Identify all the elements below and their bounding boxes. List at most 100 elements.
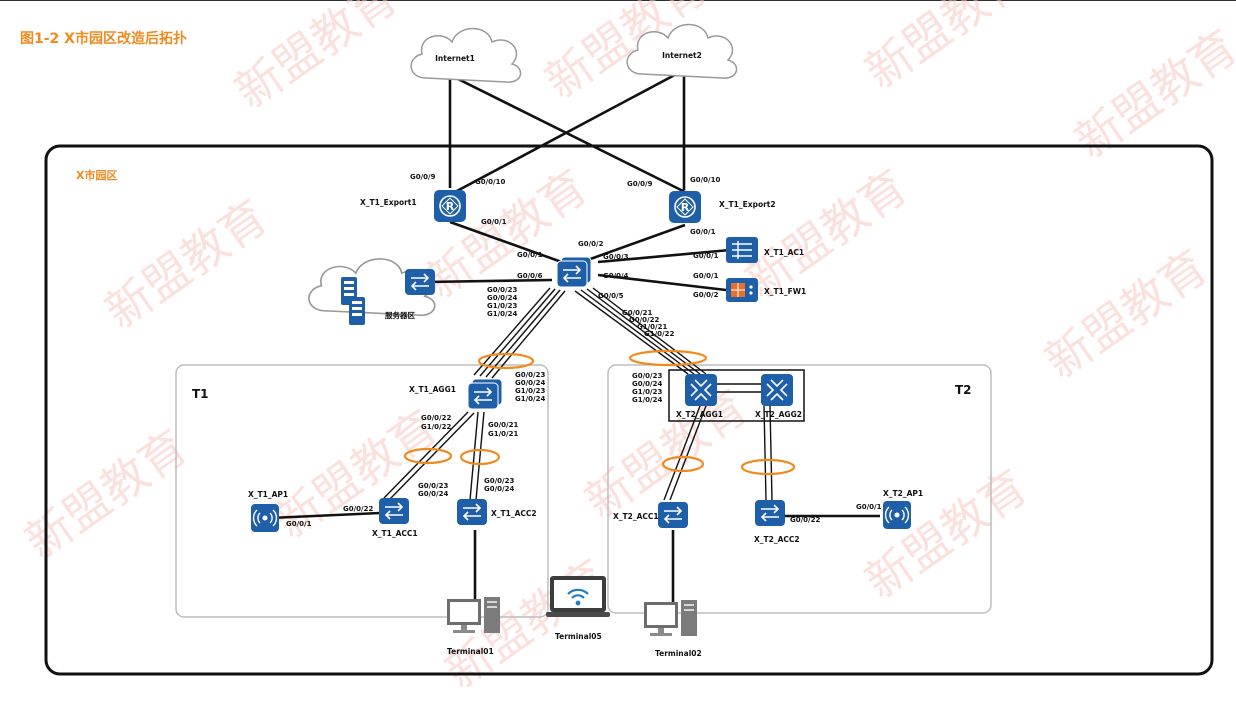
port-label: G0/0/21 (488, 421, 518, 429)
t2-acc1-switch-icon[interactable] (657, 501, 689, 529)
t2-acc1-label: X_T2_ACC1 (613, 512, 659, 521)
port-label: G0/0/23 (418, 482, 448, 490)
t1-ap-icon[interactable] (250, 503, 280, 533)
trunk-links (383, 287, 773, 501)
port-label: G1/0/24 (515, 395, 545, 403)
port-label: G0/0/21 (622, 309, 652, 317)
t1-agg-switch-icon[interactable] (467, 378, 503, 410)
t1-agg1-label: X_T1_AGG1 (409, 385, 456, 394)
lag-ellipse (459, 448, 501, 466)
t2-agg2-core-icon[interactable] (760, 373, 794, 407)
figure-title: 图1-2 X市园区改造后拓扑 (20, 31, 187, 47)
ac1-label: X_T1_AC1 (764, 248, 804, 257)
link-export2-core (581, 223, 686, 264)
port-label: G0/0/24 (418, 490, 448, 498)
port-label: G0/0/1 (286, 520, 312, 528)
campus-border (44, 144, 1214, 676)
zone-t2-box (607, 364, 992, 614)
campus-label: X市园区 (76, 168, 117, 182)
link-core-fw1 (597, 273, 727, 292)
port-label: G0/0/24 (484, 485, 514, 493)
link-core-ac1 (597, 248, 731, 264)
core-switch-icon[interactable] (556, 256, 592, 288)
port-label: G1/0/23 (487, 302, 517, 310)
watermark-text: 新盟教育 (15, 419, 197, 569)
firewall-icon[interactable] (725, 277, 759, 303)
zone-t2-label: T2 (955, 383, 972, 397)
port-label: G0/0/3 (603, 253, 629, 261)
port-label: G0/0/24 (632, 380, 662, 388)
top-border-line (0, 0, 1236, 1)
port-label: G1/0/22 (644, 330, 674, 338)
t2-acc2-switch-icon[interactable] (754, 499, 786, 527)
port-label: G0/0/1 (690, 228, 716, 236)
lag-ellipse (403, 447, 453, 465)
export2-label: X_T1_Export2 (719, 200, 776, 209)
terminal02-pc-icon[interactable] (644, 600, 697, 636)
port-label: G0/0/9 (627, 180, 653, 188)
watermark-layer: 新盟教育 新盟教育 新盟教育 新盟教育 新盟教育 新盟教育 新盟教育 新盟教育 … (15, 0, 1236, 699)
server-zone-label: 服务器区 (385, 310, 415, 320)
port-label: G0/0/24 (487, 294, 517, 302)
ac-controller-icon[interactable] (725, 236, 759, 264)
watermark-text: 新盟教育 (225, 0, 407, 119)
port-label: G0/0/4 (603, 272, 629, 280)
internet1-label: Internet1 (435, 54, 475, 63)
port-label: G0/0/2 (693, 291, 719, 299)
t2-agg1-core-icon[interactable] (684, 373, 718, 407)
fw1-label: X_T1_FW1 (764, 287, 806, 296)
port-label: G0/0/23 (484, 477, 514, 485)
t1-acc2-label: X_T1_ACC2 (491, 509, 537, 518)
port-label: G0/0/2 (578, 240, 604, 248)
t1-acc1-switch-icon[interactable] (378, 497, 410, 525)
zone-t1-label: T1 (192, 387, 209, 401)
zone-t1-box (175, 364, 549, 618)
server-switch-icon[interactable] (404, 268, 436, 296)
port-label: G0/0/22 (421, 414, 451, 422)
port-label: G0/0/22 (629, 316, 659, 324)
port-label: G0/0/10 (475, 178, 505, 186)
watermark-text: 新盟教育 (95, 189, 277, 339)
port-label: G0/0/1 (856, 503, 882, 511)
port-label: G0/0/6 (517, 272, 543, 280)
watermark-text: 新盟教育 (1035, 239, 1217, 389)
port-label: G0/0/22 (343, 505, 373, 513)
t2-ap-icon[interactable] (882, 500, 912, 530)
export1-label: X_T1_Export1 (360, 198, 417, 207)
watermark-text: 新盟教育 (855, 459, 1037, 609)
port-label: G1/0/24 (632, 396, 662, 404)
t1-acc1-label: X_T1_ACC1 (372, 529, 418, 538)
router-icon[interactable] (668, 190, 702, 224)
port-labels: G0/0/9 G0/0/10 G0/0/1 G0/0/9 G0/0/10 G0/… (286, 173, 882, 528)
terminal05-laptop-icon[interactable] (544, 574, 612, 619)
port-label: G0/0/1 (693, 272, 719, 280)
port-label: G0/0/1 (693, 252, 719, 260)
port-label: G0/0/5 (598, 292, 624, 300)
port-label: G0/0/1 (517, 251, 543, 259)
t2-agg2-label: X_T2_AGG2 (755, 410, 802, 419)
watermark-text: 新盟教育 (735, 159, 917, 309)
port-label: G0/0/22 (790, 516, 820, 524)
port-label: G1/0/23 (515, 387, 545, 395)
t1-acc2-switch-icon[interactable] (456, 498, 488, 526)
port-label: G1/0/21 (637, 323, 667, 331)
lag-ellipse (477, 352, 535, 370)
link-export1-core (449, 220, 571, 267)
watermark-text: 新盟教育 (855, 0, 1037, 99)
link-internet2-export1 (454, 68, 685, 194)
terminal05-label: Terminal05 (555, 632, 602, 641)
port-label: G1/0/24 (487, 310, 517, 318)
link-layer (424, 68, 731, 292)
access-links (269, 511, 880, 603)
t2-acc2-label: X_T2_ACC2 (754, 535, 800, 544)
server-icon[interactable] (349, 297, 365, 325)
t2-agg-stack-box (668, 369, 805, 422)
t1-ap1-label: X_T1_AP1 (248, 490, 288, 499)
router-icon[interactable] (433, 189, 467, 223)
port-label: G0/0/23 (487, 286, 517, 294)
port-label: G1/0/21 (488, 430, 518, 438)
port-label: G0/0/24 (515, 379, 545, 387)
t2-agg1-label: X_T2_AGG1 (676, 410, 723, 419)
lag-ellipse (661, 455, 705, 473)
port-label: G1/0/23 (632, 388, 662, 396)
